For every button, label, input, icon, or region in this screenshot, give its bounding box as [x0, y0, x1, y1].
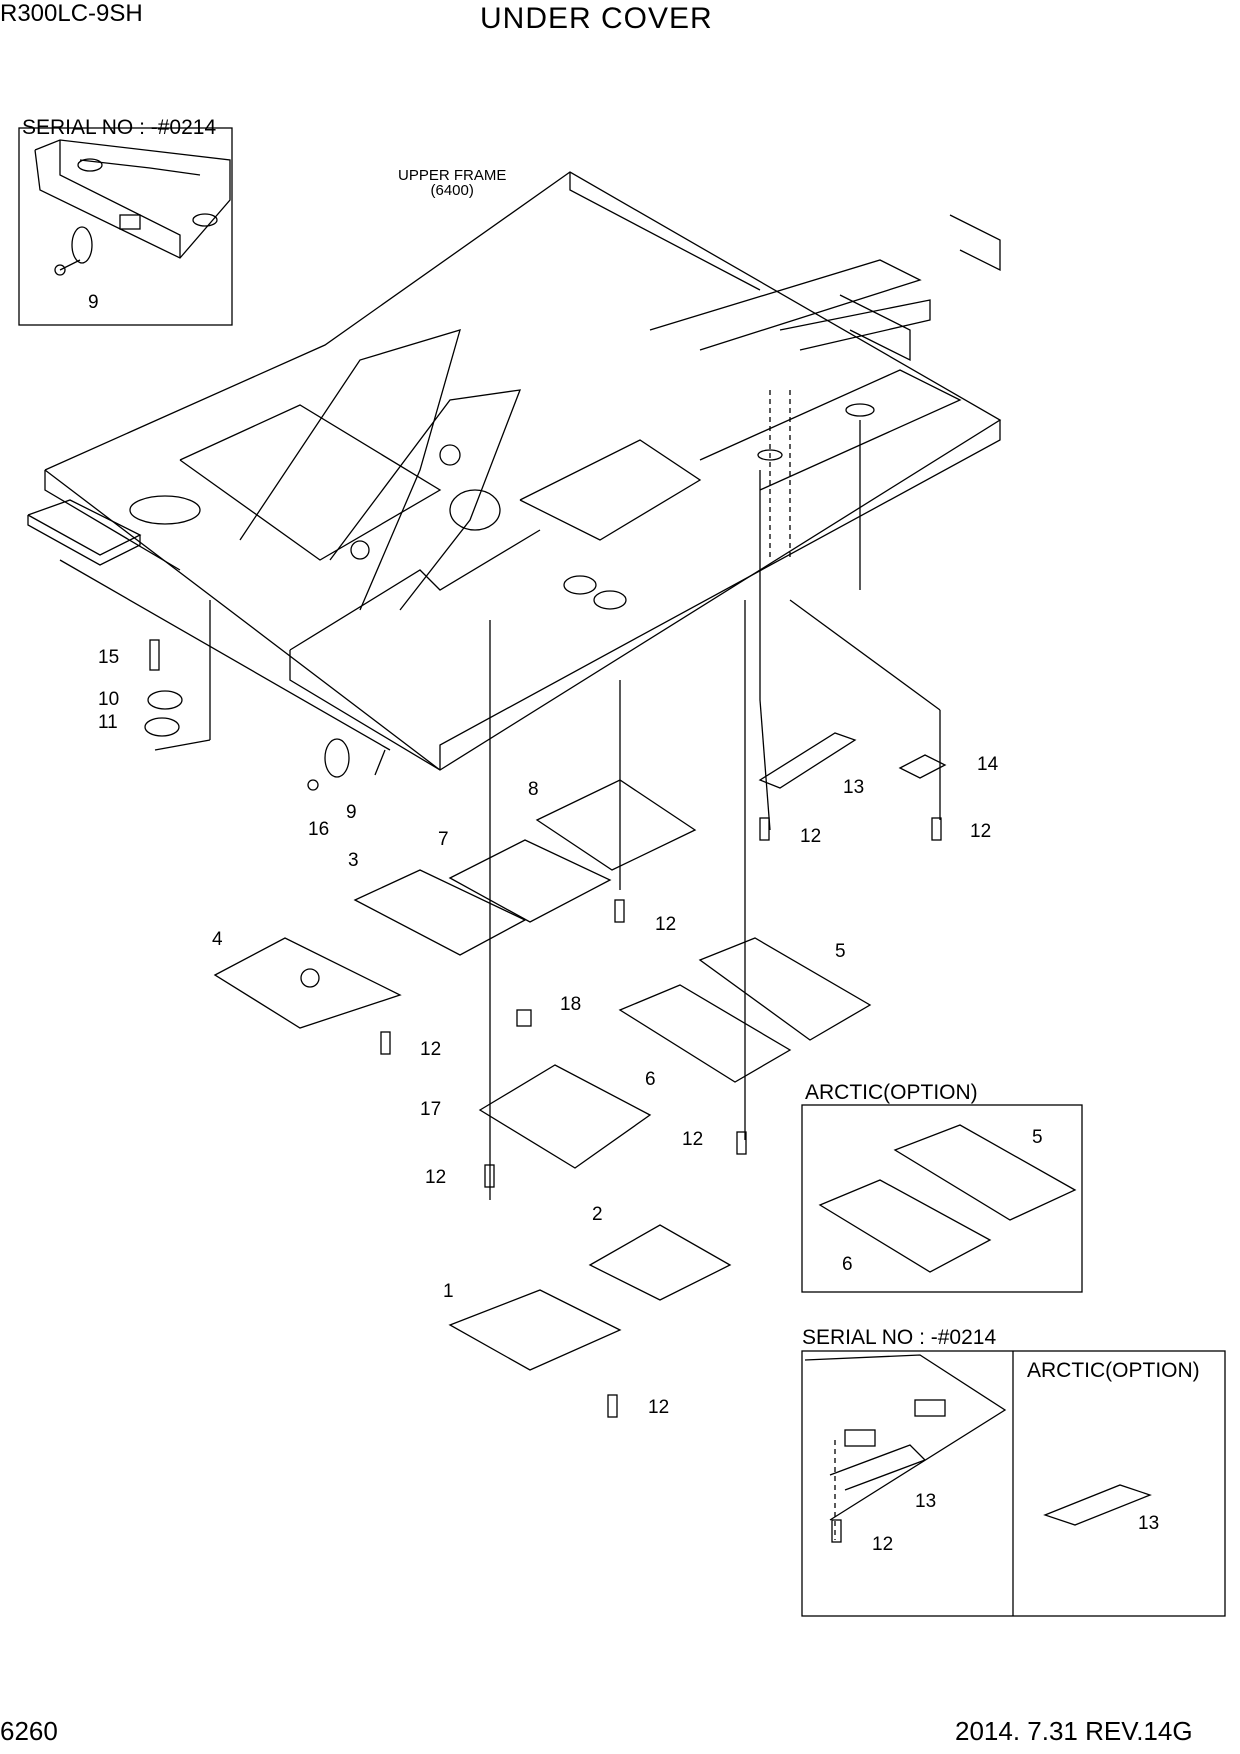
upper-frame-outline — [44, 171, 1002, 771]
part-9-cover — [324, 738, 350, 778]
callout-6-arctic: 6 — [842, 1254, 853, 1275]
part-8-plate — [535, 779, 697, 871]
callout-12-b: 12 — [970, 821, 992, 842]
part-6-plate — [618, 984, 792, 1083]
upper-frame-label-name: UPPER FRAME — [398, 167, 507, 184]
part-17-plate — [478, 1064, 652, 1169]
callout-12-f: 12 — [425, 1167, 447, 1188]
callout-13-bottom: 13 — [915, 1491, 937, 1512]
part-7-plate — [448, 839, 612, 923]
callout-13: 13 — [843, 777, 865, 798]
bolts-12 — [380, 817, 942, 1543]
step-plate — [27, 499, 142, 566]
callout-16: 16 — [308, 819, 330, 840]
part-13-plate — [758, 732, 857, 789]
callout-4: 4 — [212, 929, 223, 950]
part-18-grommet — [516, 1009, 532, 1027]
inset-box-arctic — [801, 1104, 1083, 1293]
arctic-option-label-bottom: ARCTIC(OPTION) — [1027, 1359, 1200, 1382]
part-3-plate — [353, 869, 527, 956]
callout-12-g: 12 — [648, 1397, 670, 1418]
arctic-part-6 — [818, 1179, 992, 1273]
part-10-gasket — [147, 690, 183, 710]
callout-13-arctic-bottom: 13 — [1138, 1513, 1160, 1534]
callout-12-d: 12 — [420, 1039, 442, 1060]
inset-box-top-left — [18, 127, 233, 326]
callout-1: 1 — [443, 1281, 454, 1302]
serial-note-top-left: SERIAL NO : -#0214 — [22, 116, 217, 139]
revision-date: 2014. 7.31 REV.14G — [955, 1716, 1193, 1746]
arctic-part-5 — [893, 1124, 1077, 1221]
callout-14: 14 — [977, 754, 999, 775]
callout-17: 17 — [420, 1099, 442, 1120]
upper-frame-label: UPPER FRAME (6400) — [398, 168, 506, 198]
callout-3: 3 — [348, 850, 359, 871]
bottom-arctic-part-13 — [1043, 1484, 1152, 1526]
upper-frame-label-ref: (6400) — [430, 182, 474, 199]
model-number: R300LC-9SH — [0, 0, 143, 27]
callout-8: 8 — [528, 779, 539, 800]
callout-9-inset: 9 — [88, 292, 99, 313]
part-1-plate — [448, 1289, 622, 1371]
callout-10: 10 — [98, 689, 120, 710]
callout-12-c: 12 — [655, 914, 677, 935]
part-4-plate — [213, 937, 402, 1029]
part-14-plate — [898, 754, 947, 779]
part-16-bolt — [307, 779, 319, 791]
part-5-plate — [698, 937, 872, 1041]
page-title: UNDER COVER — [480, 2, 713, 35]
callout-6: 6 — [645, 1069, 656, 1090]
callout-9: 9 — [346, 802, 357, 823]
part-2-plate — [588, 1224, 732, 1301]
inset-frame-sketch — [34, 139, 231, 276]
callout-2: 2 — [592, 1204, 603, 1225]
leader-lines — [59, 390, 941, 1200]
page-number: 6260 — [0, 1716, 58, 1746]
callout-11: 11 — [98, 712, 118, 733]
serial-note-bottom: SERIAL NO : -#0214 — [802, 1326, 997, 1349]
callout-18: 18 — [560, 994, 582, 1015]
callout-5: 5 — [835, 941, 846, 962]
bottom-inset-frame-sketch — [804, 1354, 1007, 1540]
callout-7: 7 — [438, 829, 449, 850]
callout-12-bottom: 12 — [872, 1534, 894, 1555]
callout-12-e: 12 — [682, 1129, 704, 1150]
part-15-bolt — [149, 639, 160, 671]
callout-15: 15 — [98, 647, 120, 668]
callout-5-arctic: 5 — [1032, 1127, 1043, 1148]
arctic-option-label: ARCTIC(OPTION) — [805, 1081, 978, 1104]
part-11-plate — [144, 717, 180, 737]
part-4-hole — [300, 968, 320, 988]
callout-12-a: 12 — [800, 826, 822, 847]
